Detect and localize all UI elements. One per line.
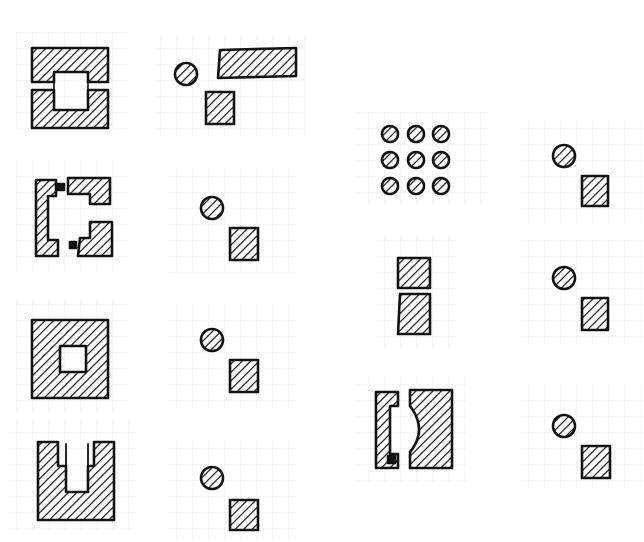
dot-grid-icon <box>382 126 449 194</box>
grid-patch <box>170 306 298 410</box>
stacked-squares-icon <box>398 258 430 334</box>
grid-patch <box>520 120 644 224</box>
